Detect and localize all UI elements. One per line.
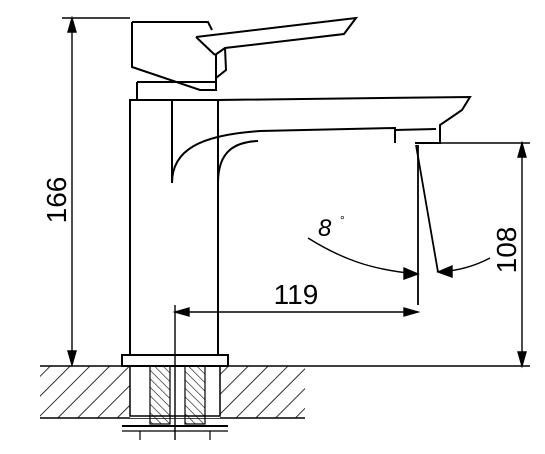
spout — [171, 95, 472, 184]
dimension-label-angle-unit: ° — [340, 213, 345, 227]
dimension-spout-angle: 8 ° — [307, 213, 491, 280]
dimension-label-angle-value: 8 — [318, 215, 332, 242]
dimension-label-spout-reach: 119 — [274, 279, 319, 310]
dimension-label-overall-height: 166 — [41, 177, 72, 224]
dimension-spout-height: 108 — [305, 140, 530, 369]
lever-handle — [131, 16, 359, 91]
dimension-label-spout-height: 108 — [491, 227, 522, 274]
dimension-spout-reach: 119 — [172, 279, 421, 440]
dimension-overall-height: 166 — [41, 15, 130, 368]
faucet-body — [129, 81, 219, 355]
water-stream — [415, 144, 439, 305]
